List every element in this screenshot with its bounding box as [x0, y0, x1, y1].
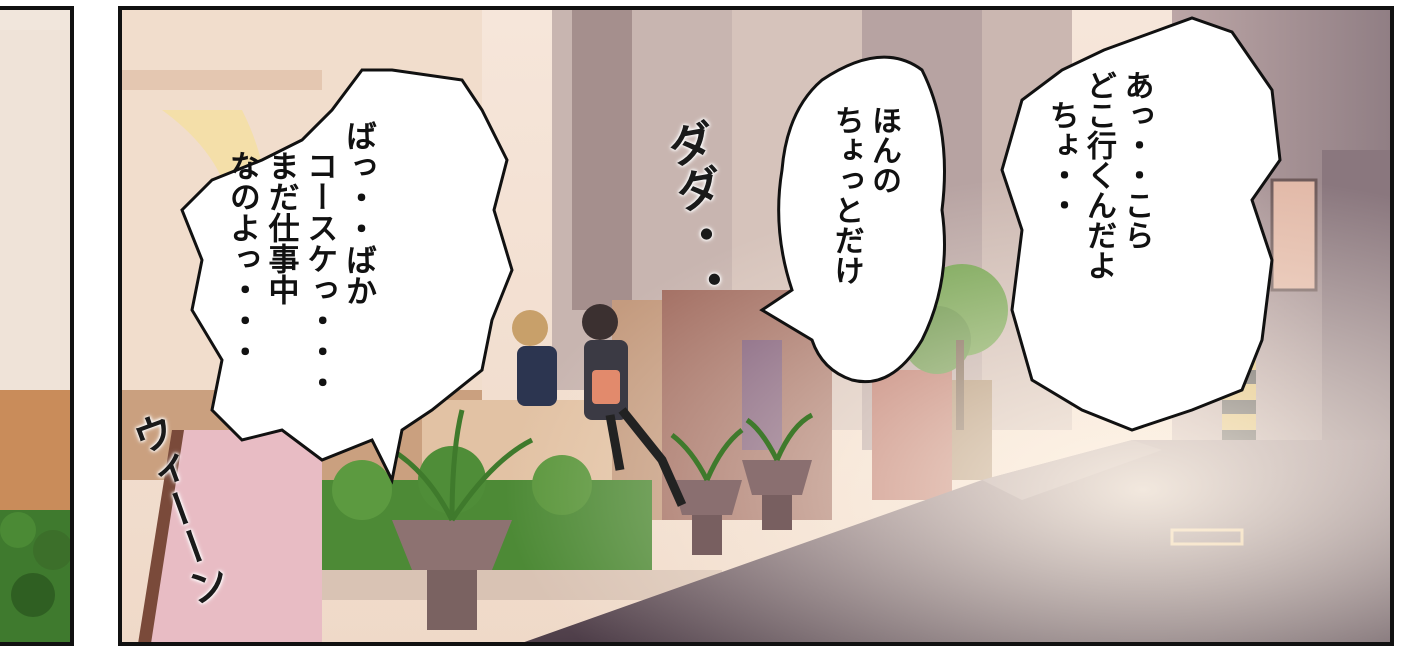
- speech-bubble-middle: [759, 55, 946, 384]
- speech-line: ちょ・・: [1043, 100, 1079, 220]
- main-panel: あっ・・こら どこ行くんだよ ちょ・・ ほんの ちょっとだけ ばっ・・ばか コー…: [118, 6, 1394, 646]
- speech-text-middle: ほんの ちょっとだけ: [827, 105, 902, 365]
- speech-line: ほんの: [866, 105, 901, 195]
- speech-line: まだ仕事中: [262, 150, 299, 305]
- left-panel-art: [0, 10, 70, 642]
- street-scene: [122, 10, 1390, 642]
- speech-text-right: あっ・・こら どこ行くんだよ ちょ・・: [1042, 70, 1155, 400]
- left-panel: [0, 6, 74, 646]
- speech-text-left: ばっ・・ばか コースケっ・・・ まだ仕事中 なのよっ・・・: [222, 120, 377, 440]
- speech-bubble-right: [1000, 16, 1282, 432]
- speech-line: どこ行くんだよ: [1081, 70, 1116, 280]
- speech-line: なのよっ・・・: [223, 150, 260, 367]
- speech-line: ばっ・・ばか: [340, 120, 376, 306]
- speech-bubble-left: [180, 68, 514, 485]
- speech-line: ちょっとだけ: [828, 105, 864, 285]
- speech-line: あっ・・こら: [1118, 70, 1154, 250]
- speech-line: コースケっ・・・: [301, 150, 338, 398]
